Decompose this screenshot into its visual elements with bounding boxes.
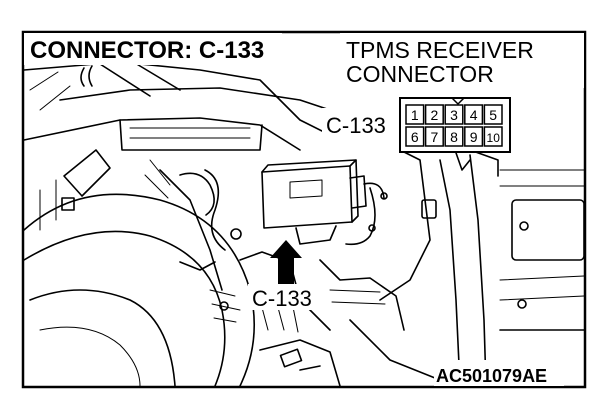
connector-callout-bg xyxy=(322,108,394,144)
connector-pin-cavity xyxy=(444,104,464,125)
location-callout: C-133 xyxy=(252,286,312,311)
component-label-bg xyxy=(340,33,584,88)
connector-pin-cavity xyxy=(483,126,503,147)
connector-pin-cavity xyxy=(464,126,484,147)
connector-pin-cavity xyxy=(483,104,503,125)
connector-pin-cavity xyxy=(405,126,425,147)
connector-pin-number: 5 xyxy=(489,107,497,123)
connector-pin-cavity xyxy=(464,104,484,125)
connector-pin-number: 1 xyxy=(411,107,419,123)
connector-pin-number: 10 xyxy=(487,131,501,145)
connector-pin-cavity xyxy=(444,126,464,147)
connector-pin-cavity xyxy=(424,104,444,125)
connector-pin-number: 3 xyxy=(450,107,458,123)
figure-code-bg xyxy=(434,360,564,386)
component-label-line1: TPMS RECEIVER xyxy=(346,37,534,63)
connector-callout: C-133 xyxy=(326,113,386,138)
connector-pin-cavity xyxy=(405,104,425,125)
connector-pin-number: 7 xyxy=(431,129,439,145)
figure-code: AC501079AE xyxy=(436,366,547,386)
connector-pin-number: 6 xyxy=(411,129,419,145)
header-label: CONNECTOR: C-133 xyxy=(30,37,264,64)
connector-latch xyxy=(451,97,465,106)
connector-pin-cavity xyxy=(424,126,444,147)
header-label-bg xyxy=(24,33,282,65)
location-callout-bg xyxy=(248,284,328,310)
location-arrow xyxy=(270,240,302,292)
connector-pin-number: 8 xyxy=(450,129,458,145)
connector-pin-number: 9 xyxy=(470,129,478,145)
connector-pin-number: 4 xyxy=(470,107,478,123)
connector-pin-number: 2 xyxy=(431,107,439,123)
component-label-line2: CONNECTOR xyxy=(346,61,494,87)
vehicle-interior-illustration xyxy=(23,59,585,387)
